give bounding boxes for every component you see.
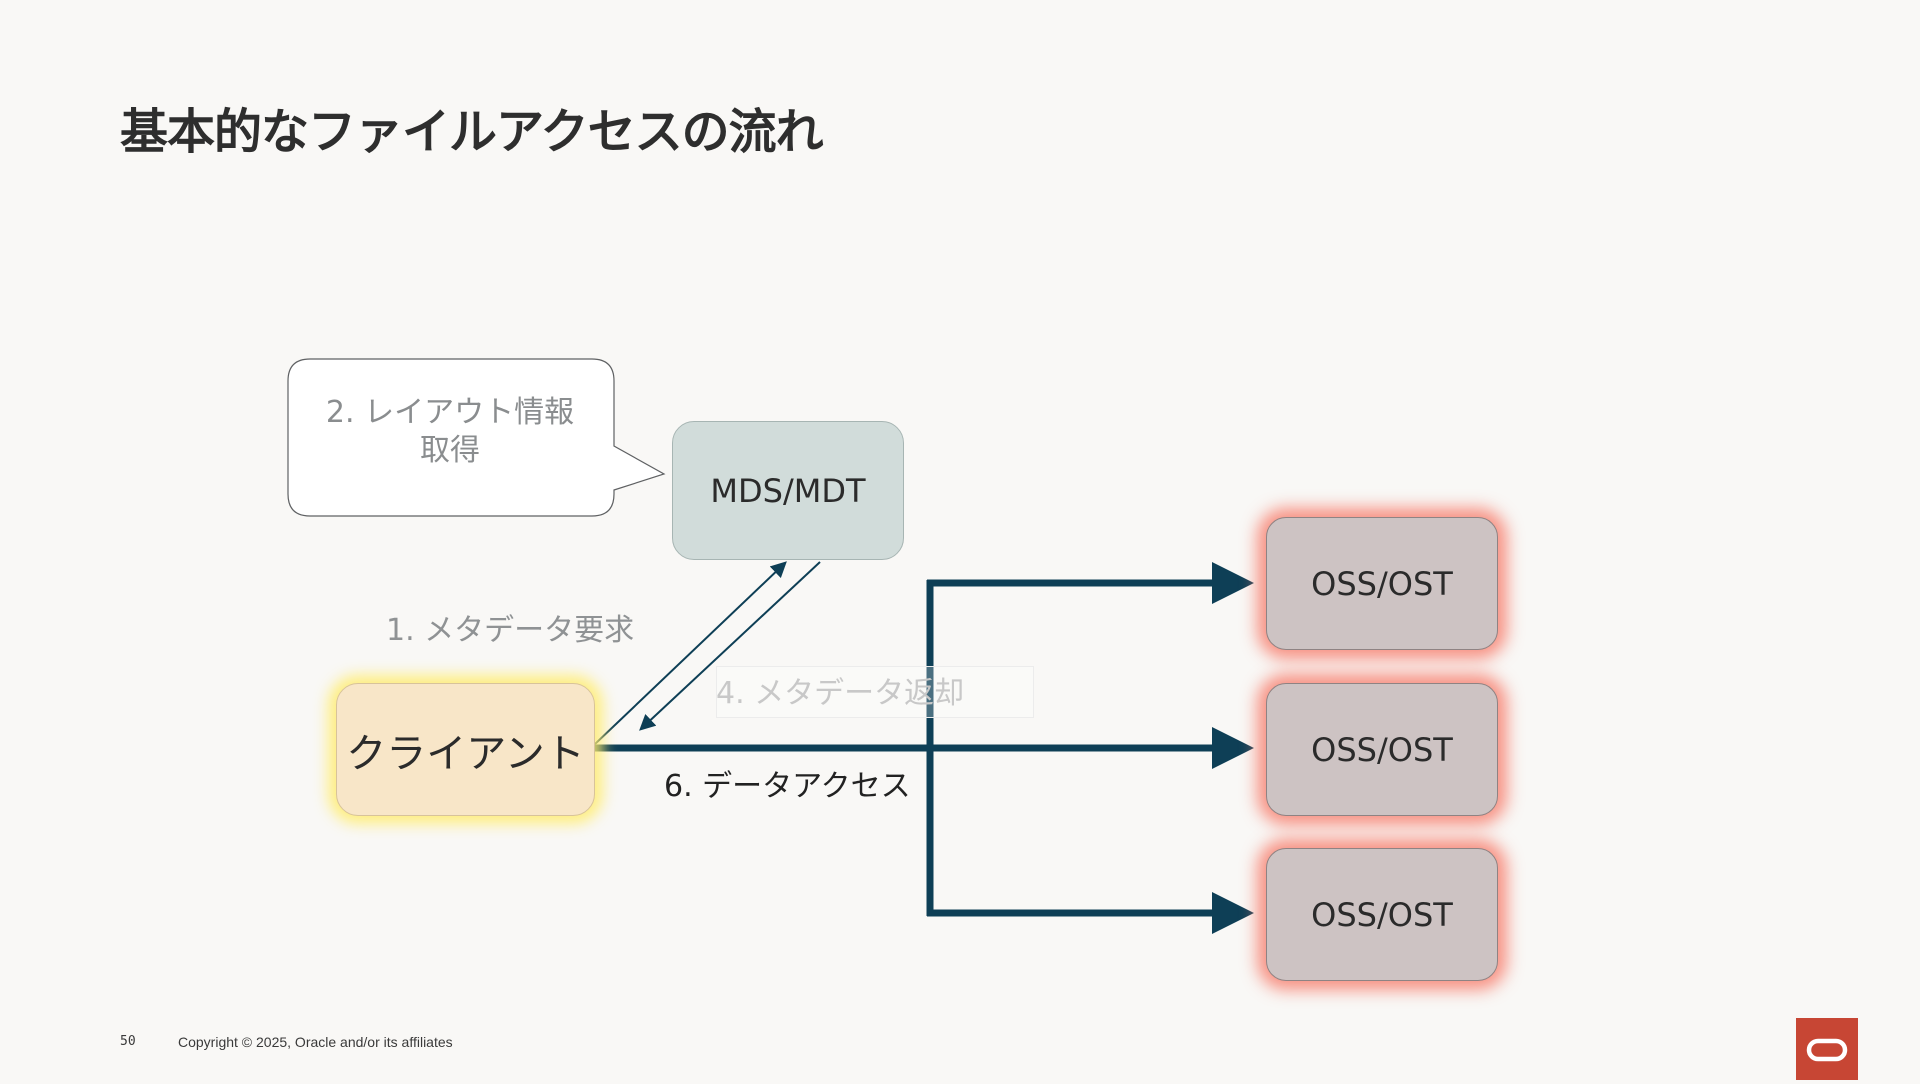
metadata-request-label: 1. メタデータ要求 (386, 613, 635, 648)
callout-layout-info: 2. レイアウト情報 取得 (290, 394, 610, 470)
callout-line-2: 取得 (420, 433, 480, 468)
oracle-logo-icon (1796, 1018, 1858, 1080)
metadata-return-label: 4. メタデータ返却 (716, 676, 965, 711)
oss-ost-node-2: OSS/OST (1266, 683, 1498, 816)
data-access-arrows (595, 562, 1254, 934)
page-number: 50 (120, 1034, 136, 1049)
callout-line-1: 2. レイアウト情報 (325, 395, 575, 430)
callout-bubble (287, 358, 666, 517)
metadata-return-arrow (639, 561, 821, 731)
slide-title: 基本的なファイルアクセスの流れ (120, 104, 824, 160)
copyright: Copyright © 2025, Oracle and/or its affi… (178, 1034, 453, 1050)
oss-ost-node-3: OSS/OST (1266, 848, 1498, 981)
oss-ost-node-1: OSS/OST (1266, 517, 1498, 650)
data-access-label: 6. データアクセス (664, 769, 911, 804)
metadata-return-label-box (716, 666, 1034, 718)
client-node: クライアント (336, 683, 595, 816)
metadata-request-arrow (594, 561, 787, 745)
mds-mdt-node: MDS/MDT (672, 421, 904, 560)
